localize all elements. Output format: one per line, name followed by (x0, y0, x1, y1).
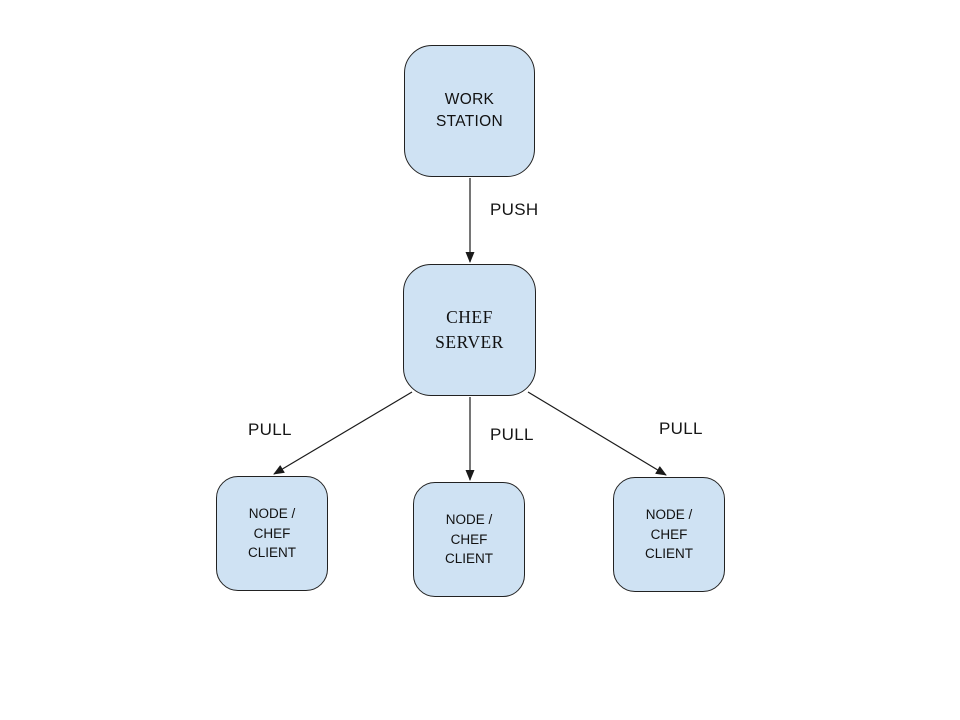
push-edge-label: PUSH (490, 200, 539, 219)
workstation-node: WORK STATION (404, 45, 535, 177)
pull-left-arrow (273, 391, 413, 475)
pull-middle-edge-label: PULL (490, 425, 534, 444)
node-chef-client-middle: NODE / CHEF CLIENT (413, 482, 525, 597)
pull-left-edge-label: PULL (248, 420, 292, 439)
pull-right-arrow (527, 391, 667, 476)
node-chef-client-left: NODE / CHEF CLIENT (216, 476, 328, 591)
chef-server-node: CHEF SERVER (403, 264, 536, 396)
pull-right-edge-label: PULL (659, 419, 703, 438)
node-chef-client-right: NODE / CHEF CLIENT (613, 477, 725, 592)
